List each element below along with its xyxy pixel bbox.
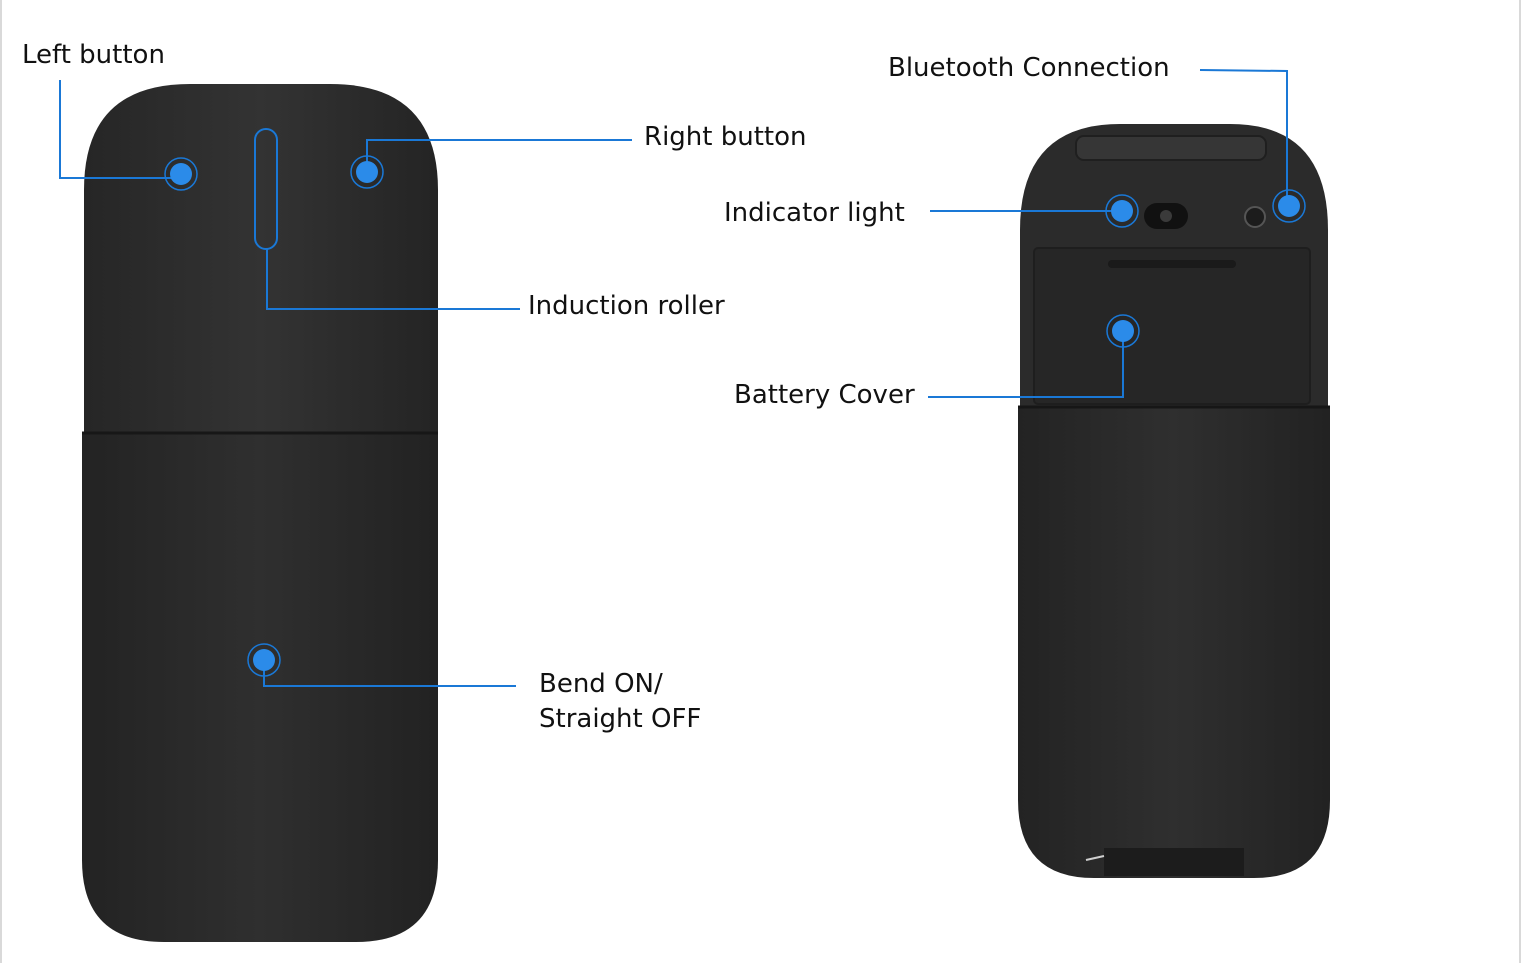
grip-highlight [1085,855,1105,861]
battery-cover-slot [1108,260,1236,268]
callout-markers [164,155,1306,677]
callout-line-induction-roller [266,249,520,310]
marker-indicator-icon [1105,194,1139,228]
marker-bend-icon [247,643,281,677]
marker-battery-icon [1106,314,1140,348]
mouse-bottom-view [1018,124,1330,878]
label-indicator-light: Indicator light [724,198,905,228]
mouse-top-view [82,84,438,942]
label-right-button: Right button [644,122,807,152]
marker-bluetooth-icon [1272,189,1306,223]
mouse-top-lower-body [82,434,438,942]
label-left-button: Left button [22,40,165,70]
callout-line-battery [928,331,1124,398]
label-bend-switch: Bend ON/ Straight OFF [539,667,701,737]
sensor-lens [1160,210,1172,222]
mouse-bottom-lower-body [1018,406,1330,878]
bluetooth-pair-button [1244,206,1266,228]
marker-right-button-icon [350,155,384,189]
label-battery-cover: Battery Cover [734,380,915,410]
top-grip-pad [1075,135,1267,161]
bottom-grip-pad [1104,848,1244,876]
label-induction-roller: Induction roller [528,291,725,321]
marker-left-button-icon [164,157,198,191]
label-bend-line1: Bend ON/ [539,669,663,699]
battery-cover-panel [1033,247,1311,405]
callout-line-left-button [59,80,181,179]
mouse-top-upper-body [84,84,438,432]
callout-line-bluetooth [1199,69,1288,206]
label-bluetooth-connection: Bluetooth Connection [888,53,1170,83]
label-bend-line2: Straight OFF [539,704,702,734]
